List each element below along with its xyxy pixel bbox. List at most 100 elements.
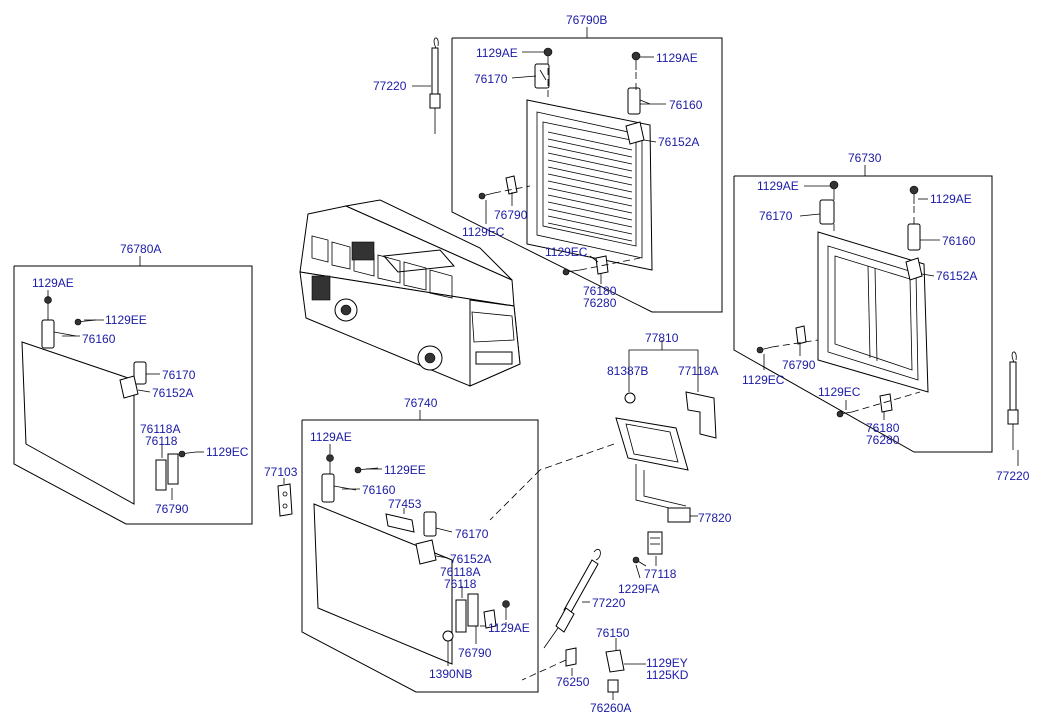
label-76280[interactable]: 76280 — [583, 296, 617, 310]
glass-panel-left — [21, 341, 135, 505]
clip-76180-right — [879, 393, 893, 413]
louver-slat — [547, 138, 633, 158]
label-77103[interactable]: 77103 — [264, 465, 298, 479]
label-1229FA[interactable]: 1229FA — [618, 582, 659, 596]
label-76170[interactable]: 76170 — [759, 209, 793, 223]
label-1129EY[interactable]: 1129EY — [646, 656, 688, 670]
screw-1129EC-left — [178, 450, 197, 458]
label-76160[interactable]: 76160 — [942, 234, 976, 248]
label-77820[interactable]: 77820 — [698, 511, 732, 525]
sliding-window-panel — [817, 231, 929, 393]
label-76160[interactable]: 76160 — [82, 332, 116, 346]
label-77220[interactable]: 77220 — [373, 79, 407, 93]
label-1129AE[interactable]: 1129AE — [476, 46, 518, 60]
block-77453 — [385, 513, 415, 533]
box-76730 — [733, 175, 993, 453]
label-76790B[interactable]: 76790B — [566, 13, 607, 27]
label-76118A[interactable]: 76118A — [140, 422, 180, 436]
bolt-1129AE-left — [44, 296, 52, 320]
label-76790[interactable]: 76790 — [155, 502, 189, 516]
label-76790[interactable]: 76790 — [782, 358, 816, 372]
box-76740 — [301, 419, 539, 693]
label-76250[interactable]: 76250 — [556, 675, 590, 689]
label-1129EC[interactable]: 1129EC — [462, 225, 505, 239]
screw-1129EC-right-bottom — [836, 410, 853, 418]
label-1390NB[interactable]: 1390NB — [429, 667, 472, 681]
louver-slat — [547, 194, 633, 214]
clip-76180-top — [595, 255, 609, 275]
door-handle — [615, 417, 689, 471]
label-76150[interactable]: 76150 — [596, 626, 630, 640]
clip-76790-top — [505, 175, 518, 195]
label-76152A[interactable]: 76152A — [152, 386, 193, 400]
gas-strut-77220-top: 77220 — [373, 37, 441, 134]
nut-1390NB — [442, 630, 454, 642]
label-76160[interactable]: 76160 — [669, 98, 703, 112]
label-1129EC[interactable]: 1129EC — [742, 373, 785, 387]
label-76170[interactable]: 76170 — [162, 368, 196, 382]
label-77118A[interactable]: 77118A — [678, 364, 718, 378]
label-1129EC[interactable]: 1129EC — [818, 385, 861, 399]
latch-77118 — [647, 531, 663, 555]
label-76790[interactable]: 76790 — [458, 646, 492, 660]
louver-slat — [547, 166, 633, 186]
label-76790[interactable]: 76790 — [494, 208, 528, 222]
label-76152A[interactable]: 76152A — [936, 269, 977, 283]
screw-1229FA — [632, 556, 647, 567]
label-76180[interactable]: 76180 — [866, 421, 900, 435]
label-77118[interactable]: 77118 — [644, 567, 677, 581]
bracket-77103: 77103 — [264, 465, 298, 517]
label-76170[interactable]: 76170 — [455, 527, 489, 541]
label-77220[interactable]: 77220 — [592, 596, 626, 610]
bracket-77118A — [685, 391, 717, 439]
label-1129AE[interactable]: 1129AE — [310, 430, 352, 444]
label-76180[interactable]: 76180 — [583, 284, 617, 298]
stopper-76250: 76250 — [521, 647, 590, 689]
label-76260A[interactable]: 76260A — [590, 701, 631, 715]
label-76160[interactable]: 76160 — [362, 483, 396, 497]
label-1129AE[interactable]: 1129AE — [757, 179, 799, 193]
bus-illustration — [299, 199, 521, 387]
label-1125KD[interactable]: 1125KD — [646, 668, 689, 682]
louver-slat — [547, 187, 633, 207]
label-76730[interactable]: 76730 — [848, 151, 882, 165]
bolt-1129AE-right-left — [829, 180, 839, 200]
label-1129EC[interactable]: 1129EC — [545, 245, 588, 259]
pad-76260A: 76260A — [590, 679, 631, 715]
louver-slat — [547, 201, 633, 221]
label-77453[interactable]: 77453 — [388, 497, 422, 511]
label-1129EE[interactable]: 1129EE — [105, 313, 147, 327]
label-77220[interactable]: 77220 — [996, 469, 1030, 483]
plate-76152A-left — [119, 375, 139, 399]
label-76152A[interactable]: 76152A — [658, 135, 699, 149]
label-76118A[interactable]: 76118A — [440, 565, 480, 579]
label-1129EC[interactable]: 1129EC — [206, 445, 249, 459]
plate-76152A-right — [905, 257, 923, 281]
louver-slat — [547, 208, 633, 228]
label-77810[interactable]: 77810 — [645, 331, 679, 345]
screw-1129EC-top-left — [478, 192, 495, 200]
label-76152A[interactable]: 76152A — [450, 552, 491, 566]
label-1129AE[interactable]: 1129AE — [32, 276, 74, 290]
gas-strut-77220-right: 77220 — [996, 351, 1030, 483]
grommet-81387B — [624, 392, 636, 404]
label-76118[interactable]: 76118 — [145, 434, 178, 448]
label-76170[interactable]: 76170 — [474, 72, 508, 86]
label-1129AE[interactable]: 1129AE — [656, 51, 698, 65]
label-76118[interactable]: 76118 — [444, 577, 477, 591]
bolt-1129AE-right-right — [909, 185, 919, 204]
latch-rod-77820 — [635, 464, 691, 523]
label-1129AE[interactable]: 1129AE — [930, 192, 972, 206]
group-76730: 76730 — [733, 151, 993, 453]
label-1129AE[interactable]: 1129AE — [488, 621, 530, 635]
label-76280[interactable]: 76280 — [866, 433, 900, 447]
louver-slat — [547, 173, 633, 193]
label-76740[interactable]: 76740 — [404, 396, 438, 410]
label-81387B[interactable]: 81387B — [607, 364, 648, 378]
label-1129EE[interactable]: 1129EE — [384, 463, 426, 477]
screw-1129EE-center — [354, 466, 379, 474]
bolt-1129AE-top-left — [543, 47, 553, 66]
label-76780A[interactable]: 76780A — [120, 242, 161, 256]
group-76740: 76740 — [301, 396, 539, 693]
